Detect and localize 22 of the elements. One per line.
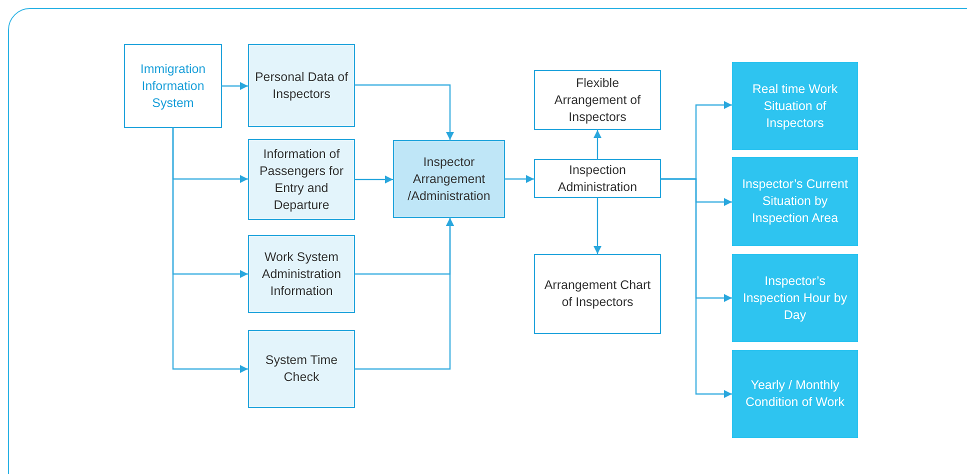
arrow bbox=[505, 175, 534, 183]
arrow bbox=[355, 218, 454, 370]
process-box: Arrangement Chart of Inspectors bbox=[534, 254, 661, 334]
process-box: Personal Data of Inspectors bbox=[248, 44, 355, 127]
arrow bbox=[355, 84, 454, 140]
process-box: Inspector’s Inspection Hour by Day bbox=[732, 254, 858, 342]
process-box: Inspector Arrangement /Administration bbox=[393, 140, 505, 218]
process-box: Flexible Arrangement of Inspectors bbox=[534, 70, 661, 130]
process-box: Inspection Administration bbox=[534, 159, 661, 198]
arrow bbox=[594, 130, 602, 159]
process-box: Immigration Information System bbox=[124, 44, 222, 128]
arrow bbox=[661, 178, 732, 398]
process-box: System Time Check bbox=[248, 330, 355, 408]
arrow bbox=[172, 128, 248, 373]
process-box: Yearly / Monthly Condition of Work bbox=[732, 350, 858, 438]
arrow bbox=[355, 176, 393, 184]
process-box: Inspector’s Current Situation by Inspection Area bbox=[732, 157, 858, 246]
arrow bbox=[222, 82, 248, 90]
process-box: Work System Administration Information bbox=[248, 235, 355, 313]
process-box: Information of Passengers for Entry and Departure bbox=[248, 139, 355, 220]
process-box: Real time Work Situation of Inspectors bbox=[732, 62, 858, 150]
arrow bbox=[594, 198, 602, 254]
